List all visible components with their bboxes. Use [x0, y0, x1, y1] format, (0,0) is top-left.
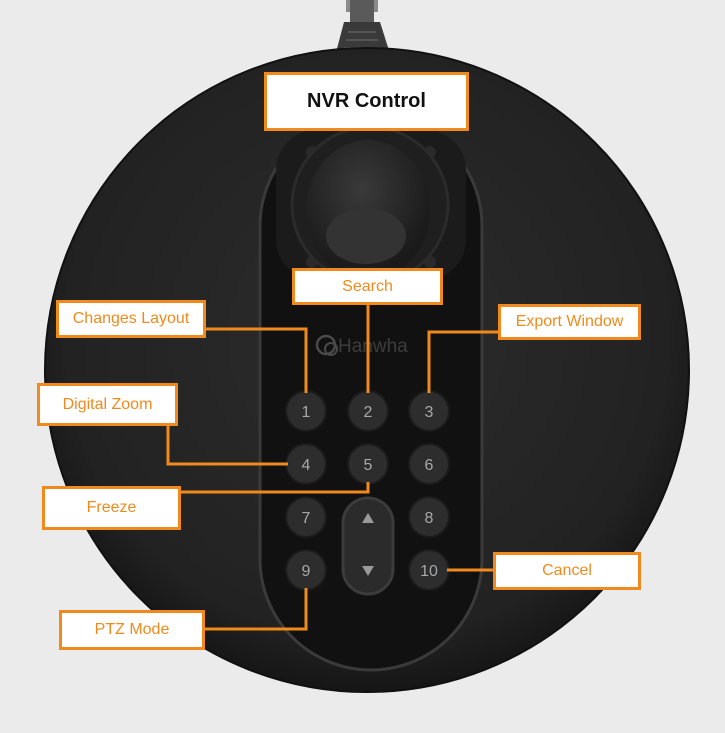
up-arrow-icon[interactable] — [362, 513, 374, 523]
brand-name: Hanwha — [338, 336, 408, 357]
key-9[interactable]: 9 — [285, 549, 327, 591]
leader-export-window — [427, 330, 500, 393]
leader-ptz-mode — [204, 588, 308, 631]
diagram-title: NVR Control — [264, 72, 469, 131]
zoom-rocker[interactable] — [341, 496, 395, 596]
key-7[interactable]: 7 — [285, 496, 327, 538]
key-1[interactable]: 1 — [285, 390, 327, 432]
svg-text:2: 2 — [364, 404, 373, 421]
key-8[interactable]: 8 — [408, 496, 450, 538]
key-4[interactable]: 4 — [285, 443, 327, 485]
label-changes-layout: Changes Layout — [56, 300, 206, 338]
label-cancel: Cancel — [493, 552, 641, 590]
svg-text:10: 10 — [420, 563, 438, 580]
down-arrow-icon[interactable] — [362, 566, 374, 576]
leader-freeze — [181, 482, 370, 494]
key-3[interactable]: 3 — [408, 390, 450, 432]
svg-text:7: 7 — [302, 510, 311, 527]
label-digital-zoom: Digital Zoom — [37, 383, 178, 426]
label-ptz-mode: PTZ Mode — [59, 610, 205, 650]
label-freeze: Freeze — [42, 486, 181, 530]
svg-text:8: 8 — [425, 510, 434, 527]
key-2[interactable]: 2 — [347, 390, 389, 432]
key-6[interactable]: 6 — [408, 443, 450, 485]
svg-text:6: 6 — [425, 457, 434, 474]
label-search: Search — [292, 268, 443, 305]
svg-text:1: 1 — [302, 404, 311, 421]
svg-text:3: 3 — [425, 404, 434, 421]
leader-lines — [166, 304, 500, 631]
svg-text:5: 5 — [364, 457, 373, 474]
joystick[interactable] — [276, 125, 466, 285]
leader-changes-layout — [204, 327, 308, 393]
svg-text:9: 9 — [302, 563, 311, 580]
label-export-window: Export Window — [498, 304, 641, 340]
leader-digital-zoom — [166, 424, 288, 466]
key-10[interactable]: 10 — [408, 549, 450, 591]
key-5[interactable]: 5 — [347, 443, 389, 485]
svg-text:4: 4 — [302, 457, 311, 474]
hanwha-logo-icon — [315, 334, 338, 356]
